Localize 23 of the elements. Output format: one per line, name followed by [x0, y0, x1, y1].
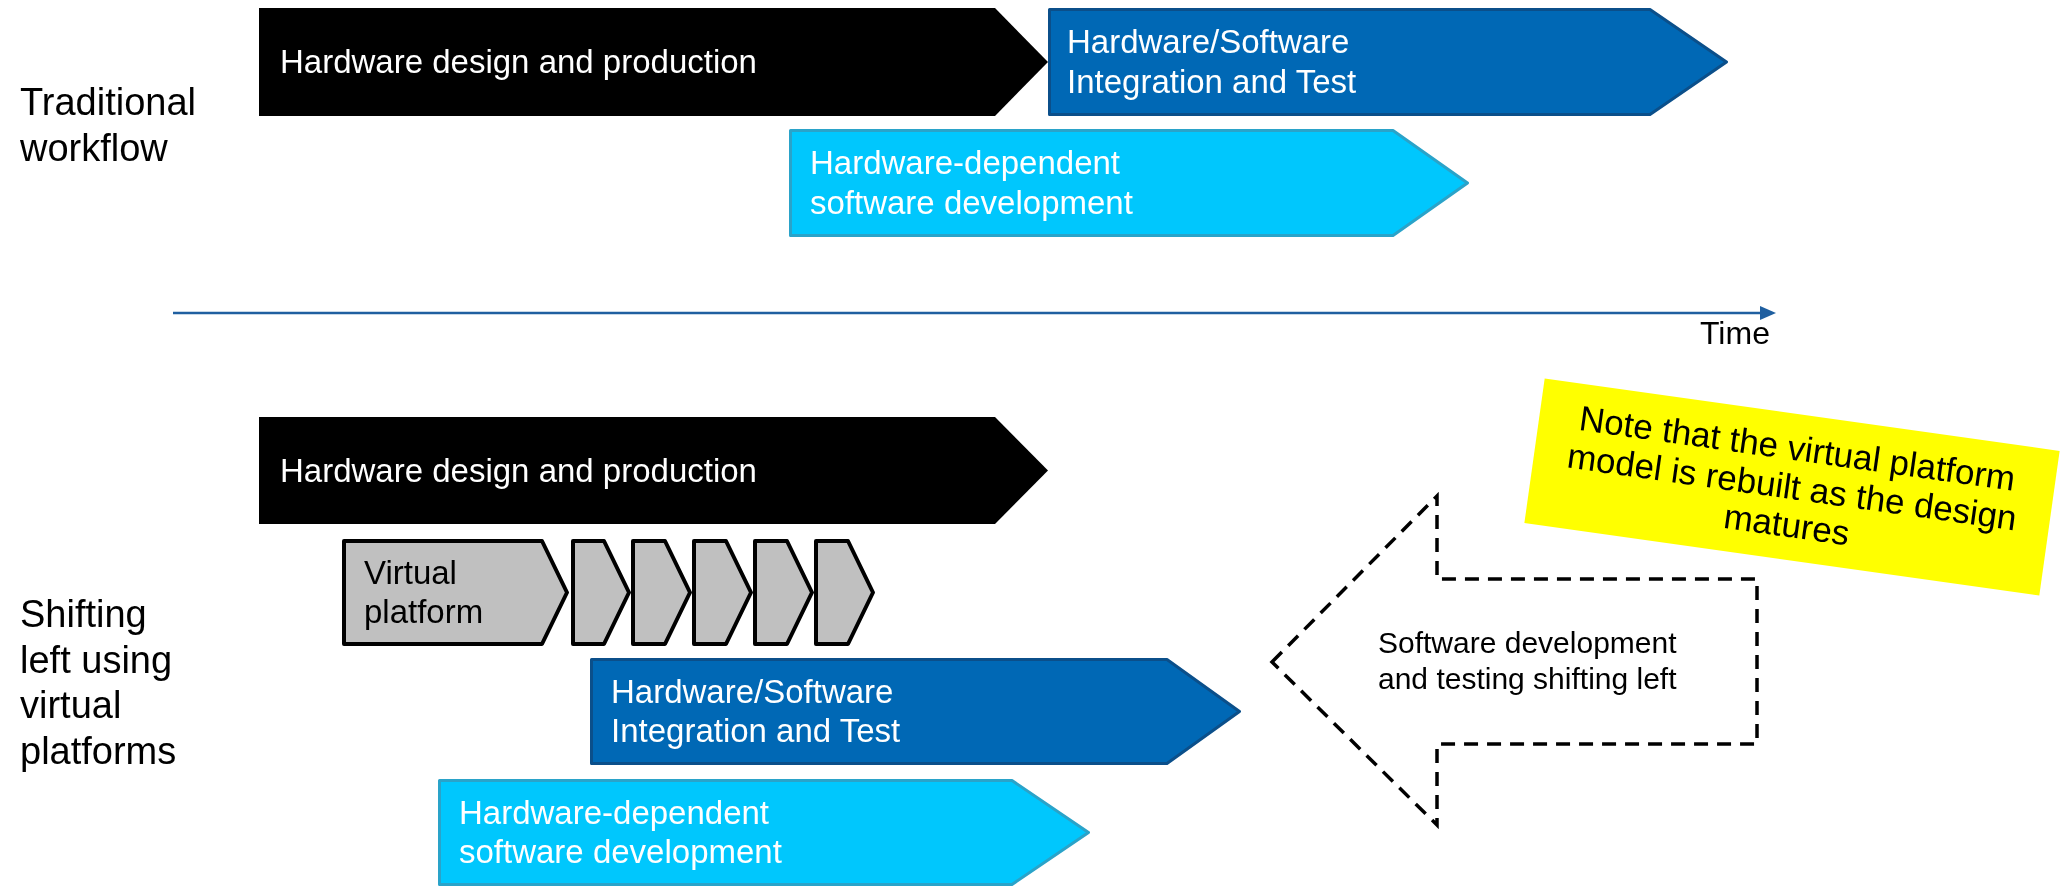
iteration-bar — [692, 539, 753, 646]
iteration-bar — [631, 539, 692, 646]
phase-bar — [789, 129, 1469, 237]
row-heading: Shifting left using virtual platforms — [20, 592, 178, 774]
phase-label: Hardware/Software Integration and Test — [1067, 22, 1358, 102]
iteration-bar — [753, 539, 814, 646]
iteration-bar — [571, 539, 631, 646]
iteration-bar — [814, 539, 875, 646]
phase-bar — [590, 658, 1241, 765]
phase-label: Hardware-dependent software development — [459, 792, 783, 873]
phase-label: Hardware/Software Integration and Test — [611, 671, 902, 752]
phase-bar — [1048, 8, 1728, 116]
phase-bar — [259, 417, 1048, 524]
phase-bar — [438, 779, 1090, 886]
phase-label: Hardware design and production — [280, 42, 758, 82]
phase-label: Hardware-dependent software development — [810, 143, 1134, 223]
phase-bar — [259, 8, 1048, 116]
phase-label: Hardware design and production — [280, 450, 758, 491]
note-text: Note that the virtual platform model is rebuilt as the design matures — [1563, 397, 2021, 555]
row-heading: Traditional workflow — [20, 80, 197, 171]
phase-label: Virtual platform — [364, 552, 485, 633]
axis-label: Time — [1700, 314, 1771, 353]
phase-bar — [342, 539, 569, 646]
